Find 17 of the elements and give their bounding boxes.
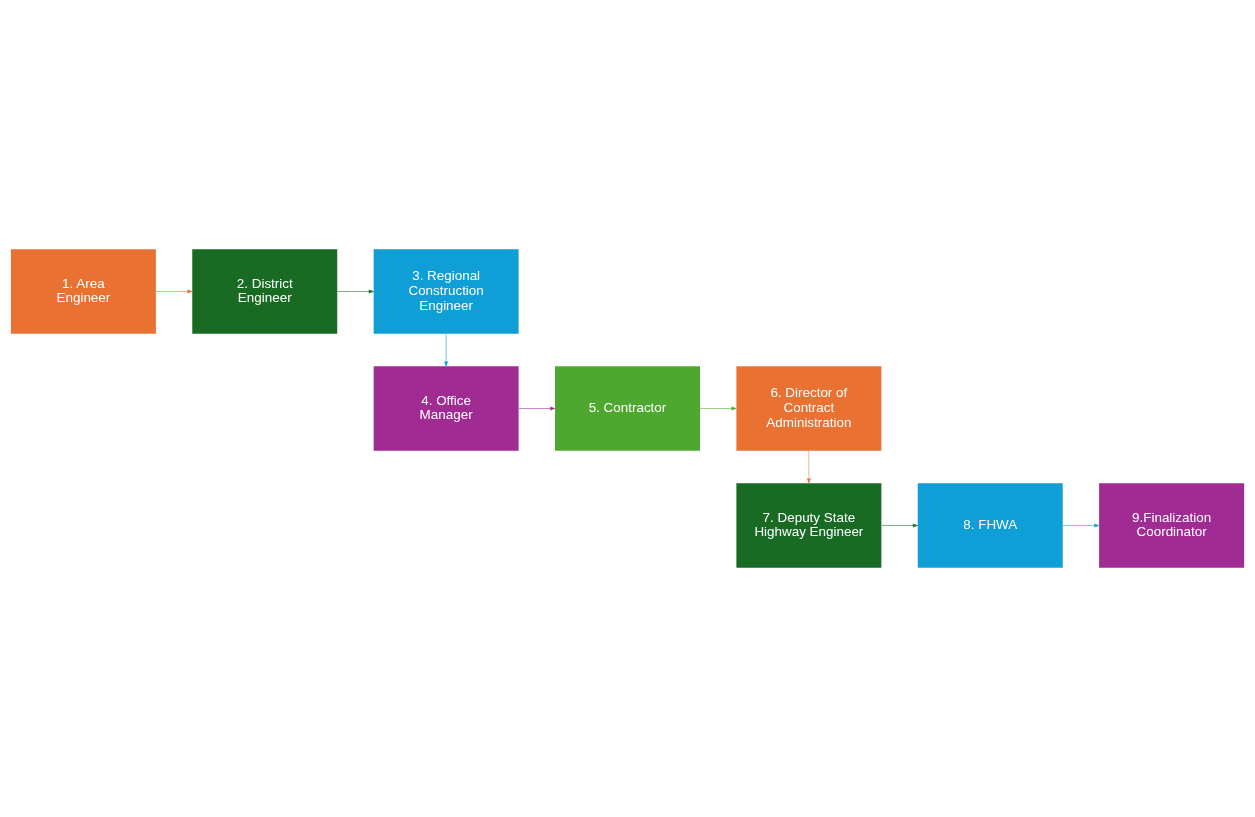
arrow [699,406,737,411]
node-box: 5. Contractor [555,366,700,451]
node-box: 8. FHWA [917,483,1063,568]
arrow [807,450,811,484]
node-box: 9.Finalization Coordinator [1099,483,1245,568]
node-box: 2. District Engineer [192,249,338,334]
node-box: 7. Deputy State Highway Engineer [736,483,882,568]
node-box: 1. Area Engineer [10,249,156,334]
node-box: 4. Office Manager [373,366,519,451]
arrow [444,333,448,367]
arrow [337,289,374,294]
node-box: 3. Regional Construction Engineer [373,249,519,334]
arrow [518,406,556,411]
arrow [155,289,193,294]
arrow [881,523,918,528]
node-box: 6. Director of Contract Administration [736,366,882,451]
arrow [1062,523,1100,528]
